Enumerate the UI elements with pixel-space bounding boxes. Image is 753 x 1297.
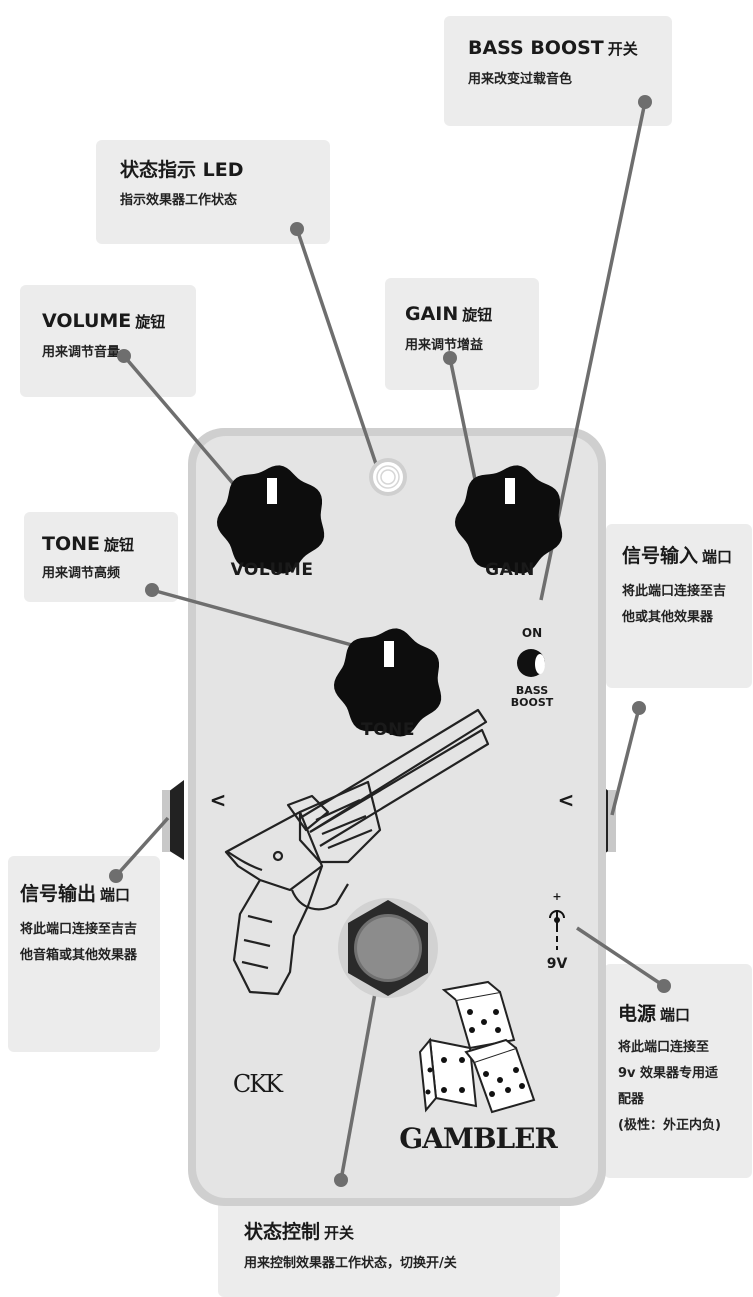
power-callout: 电源端口 将此端口连接至 9v 效果器专用适 配器 (极性：外正内负) <box>604 964 752 1178</box>
gain-knob[interactable] <box>455 465 563 574</box>
bass-boost-switch[interactable] <box>517 649 545 677</box>
input-desc: 将此端口连接至吉他或其他效果器 <box>622 584 727 625</box>
leader-line-power <box>576 926 665 988</box>
leader-dot-input <box>632 701 646 715</box>
output-title-cn: 端口 <box>100 886 131 904</box>
input-callout: 信号输入端口 将此端口连接至吉他或其他效果器 <box>606 524 752 688</box>
power-desc-3: 配器 <box>618 1092 645 1107</box>
volume-desc: 用来调节音量 <box>42 345 121 360</box>
leader-line-tone <box>151 588 371 652</box>
footswitch[interactable] <box>338 898 438 998</box>
leader-lines <box>114 101 665 1181</box>
tone-desc: 用来调节高频 <box>42 566 121 581</box>
gain-knob-label: GAIN <box>485 560 535 580</box>
bass-boost-switch-label-1: BASS <box>515 684 549 697</box>
tone-knob[interactable] <box>334 628 442 737</box>
leader-dot-bass-boost <box>638 95 652 109</box>
leader-dot-led <box>290 222 304 236</box>
volume-knob-label: VOLUME <box>230 560 314 580</box>
leader-dot-output <box>109 869 123 883</box>
brand-logo: CKK <box>232 1070 283 1098</box>
led-callout: 状态指示 LED 指示效果器工作状态 <box>96 140 330 244</box>
leader-line-led <box>295 228 382 477</box>
leader-line-gain <box>448 357 480 495</box>
footswitch-title: 状态控制 <box>244 1221 321 1243</box>
bass-boost-on-label: ON <box>521 626 543 640</box>
power-desc-2: 9v 效果器专用适 <box>618 1066 719 1081</box>
leader-line-output <box>114 816 170 878</box>
power-jack-dot <box>554 917 560 923</box>
leader-line-input <box>610 707 641 816</box>
power-title-cn: 端口 <box>660 1006 691 1024</box>
power-voltage-label: 9V <box>546 956 568 972</box>
gain-title: GAIN <box>405 303 459 325</box>
leader-dot-power <box>657 979 671 993</box>
footswitch-title-cn: 开关 <box>324 1224 355 1242</box>
output-title: 信号输出 <box>20 883 97 905</box>
volume-knob[interactable] <box>217 465 325 574</box>
power-plus-label: + <box>552 890 562 903</box>
gambler-logo: GAMBLER <box>399 1122 558 1155</box>
volume-title-cn: 旋钮 <box>135 313 166 331</box>
leader-dot-tone <box>145 583 159 597</box>
input-jack-ring <box>608 790 616 852</box>
revolver-graphic <box>224 708 490 996</box>
input-title-cn: 端口 <box>702 548 733 566</box>
input-title: 信号输入 <box>622 545 699 567</box>
volume-knob-indicator <box>267 478 277 504</box>
leader-dot-footswitch <box>334 1173 348 1187</box>
tone-title-cn: 旋钮 <box>104 536 135 554</box>
leader-dot-gain <box>443 351 457 365</box>
output-arrow-icon: < <box>209 788 227 812</box>
input-arrow-icon: < <box>557 788 575 812</box>
bass-boost-title: BASS BOOST <box>468 37 604 59</box>
tone-title: TONE <box>42 533 100 555</box>
tone-knob-label: TONE <box>361 720 415 740</box>
gain-desc: 用来调节增益 <box>405 338 484 353</box>
led-title: 状态指示 LED <box>120 159 244 181</box>
output-callout: 信号输出端口 将此端口连接至吉吉他音箱或其他效果器 <box>8 856 160 1052</box>
led-desc: 指示效果器工作状态 <box>120 193 238 208</box>
footswitch-desc: 用来控制效果器工作状态，切换开/关 <box>244 1256 457 1271</box>
output-jack <box>168 780 184 860</box>
bass-boost-title-cn: 开关 <box>607 40 638 58</box>
gain-title-cn: 旋钮 <box>462 306 493 324</box>
output-desc: 将此端口连接至吉吉他音箱或其他效果器 <box>20 922 138 963</box>
bass-boost-switch-label-2: BOOST <box>510 696 554 709</box>
bass-boost-desc: 用来改变过载音色 <box>468 72 573 87</box>
status-led <box>369 458 407 496</box>
footswitch-callout: 状态控制开关 用来控制效果器工作状态，切换开/关 <box>218 1198 560 1297</box>
power-desc-1: 将此端口连接至 <box>618 1040 710 1055</box>
power-desc-4: (极性：外正内负) <box>618 1118 721 1133</box>
power-title: 电源 <box>618 1003 657 1025</box>
leader-line-volume <box>122 354 244 496</box>
leader-dots <box>109 95 671 1187</box>
volume-title: VOLUME <box>42 310 132 332</box>
gain-knob-indicator <box>505 478 515 504</box>
leader-dot-volume <box>117 349 131 363</box>
tone-knob-indicator <box>384 641 394 667</box>
dice-pips <box>425 1009 525 1097</box>
